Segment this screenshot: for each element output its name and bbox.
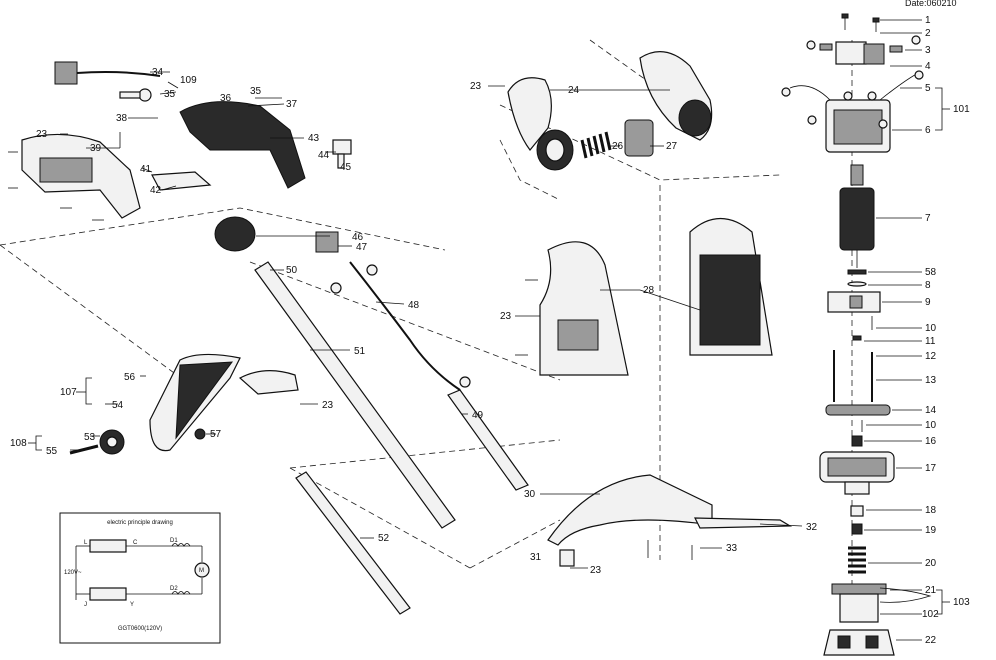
label-51: 51 [354,346,366,357]
label-32: 32 [806,522,818,533]
label-39: 39 [90,143,102,154]
label-35-right: 35 [250,86,262,97]
label-48: 48 [408,300,420,311]
schematic-label-m: M [199,568,204,574]
label-11: 11 [925,336,936,347]
label-6: 6 [925,125,931,136]
label-52: 52 [378,533,390,544]
motor-symbol [194,562,210,578]
label-53: 53 [84,432,96,443]
label-26: 26 [612,141,624,152]
label-18: 18 [925,505,937,516]
label-20: 20 [925,558,937,569]
label-109: 109 [180,75,197,86]
label-55: 55 [46,446,58,457]
label-57: 57 [210,429,222,440]
label-42: 42 [150,185,162,196]
label-108: 108 [10,438,27,449]
label-47: 47 [356,242,368,253]
label-41: 41 [140,164,152,175]
label-38: 38 [116,113,128,124]
label-5: 5 [925,83,931,94]
schematic-label-l: L [84,540,88,546]
label-36: 36 [220,93,232,104]
label-43: 43 [308,133,320,144]
label-28: 28 [643,285,655,296]
label-7: 7 [925,213,931,224]
label-107: 107 [60,387,77,398]
label-19: 19 [925,525,937,536]
label-30: 30 [524,489,536,500]
electric-schematic: electric principle drawing L C D1 M 120V… [59,512,221,644]
label-46: 46 [352,232,364,243]
label-4: 4 [925,61,931,72]
label-56: 56 [124,372,136,383]
label-16: 16 [925,436,937,447]
label-21: 21 [925,585,937,596]
label-23-bottom: 23 [590,565,602,576]
label-31: 31 [530,552,542,563]
schematic-label-c: C [133,540,138,546]
schematic-model: GGT0600(120V) [118,626,162,632]
tube-and-handle-parts [8,151,538,615]
upper-housing-parts [507,51,793,567]
label-50: 50 [286,265,298,276]
label-102: 102 [922,609,939,620]
label-23-left: 23 [36,129,48,140]
label-8: 8 [925,280,931,291]
label-9: 9 [925,297,931,308]
schematic-label-d2: D2 [170,586,178,592]
label-23-mid: 23 [500,311,512,322]
label-103: 103 [953,597,970,608]
label-101: 101 [953,104,970,115]
label-54: 54 [112,400,124,411]
label-49: 49 [472,410,484,421]
schematic-voltage: 120V~ [64,570,82,576]
header-code: Date:060210 [905,0,957,8]
label-13: 13 [925,375,937,386]
schematic-title: electric principle drawing [107,520,173,526]
label-10-upper: 10 [925,323,937,334]
label-10-lower: 10 [925,420,937,431]
label-2: 2 [925,28,931,39]
label-23-top: 23 [470,81,482,92]
motor-leader-lines [864,19,950,641]
parts-leader-lines [28,71,803,569]
label-45: 45 [340,162,352,173]
label-37: 37 [286,99,298,110]
switch-handle-parts [21,61,352,253]
label-35-left: 35 [164,89,176,100]
label-3: 3 [925,45,931,56]
part-number-labels: 1 2 3 4 5 101 6 7 58 8 9 10 11 12 13 14 … [10,15,970,646]
schematic-label-y: Y [130,602,134,608]
label-44: 44 [318,150,330,161]
label-17: 17 [925,463,937,474]
label-27: 27 [666,141,678,152]
label-23-clamp: 23 [322,400,334,411]
label-58: 58 [925,267,937,278]
label-12: 12 [925,351,937,362]
label-22: 22 [925,635,937,646]
label-33: 33 [726,543,738,554]
motor-assembly [781,13,932,656]
label-24: 24 [568,85,580,96]
label-14: 14 [925,405,937,416]
label-1: 1 [925,15,931,26]
schematic-label-j: J [84,602,87,608]
schematic-label-d1: D1 [170,538,178,544]
label-34: 34 [152,67,164,78]
